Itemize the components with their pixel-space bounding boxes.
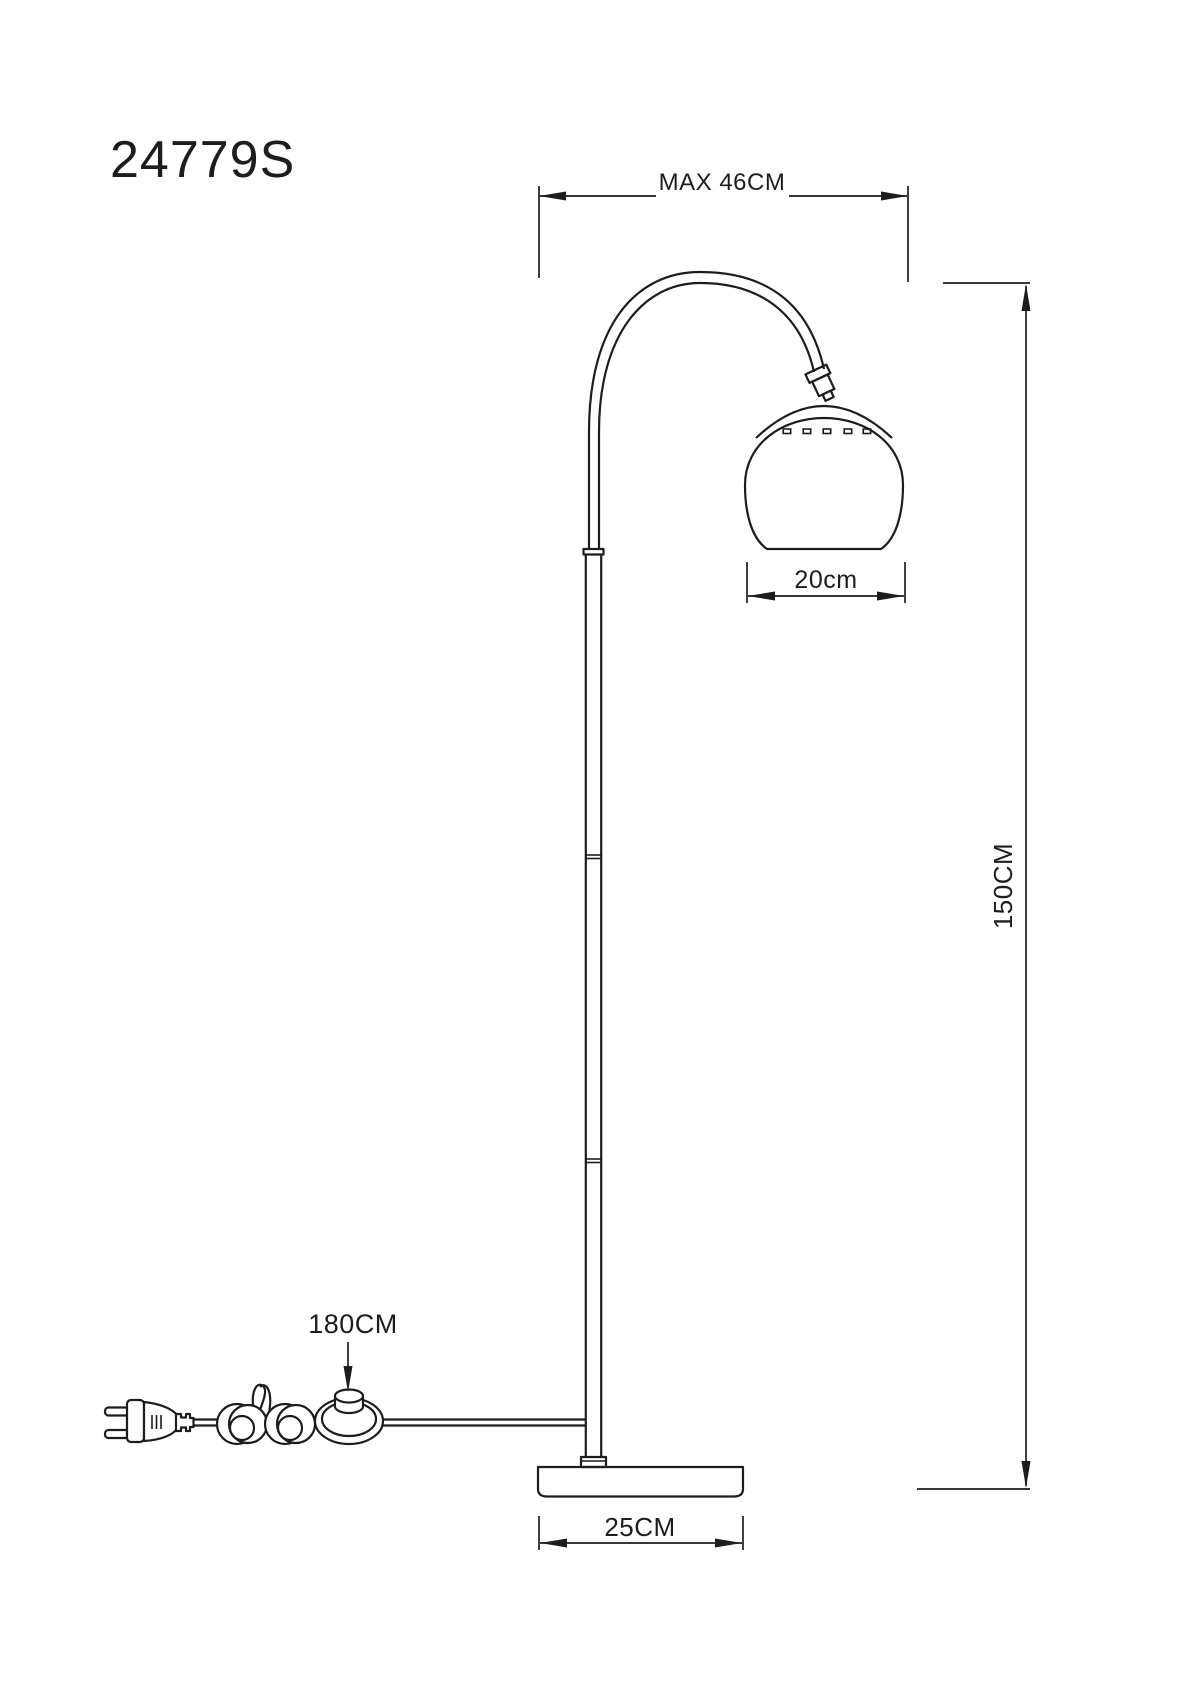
cable-loop-end (259, 1384, 272, 1414)
shade-vent-slot (782, 428, 792, 435)
dim-arrow-down (1021, 1461, 1031, 1488)
plug-face (125, 1398, 146, 1444)
plug-strain-relief (174, 1412, 195, 1433)
dim-arrow-right (881, 191, 908, 201)
cable-coil (215, 1402, 317, 1446)
plug-pin-top (103, 1406, 131, 1417)
dim-arrow-left (540, 1538, 567, 1548)
base-width-label: 25CM (604, 1512, 675, 1542)
shade-diameter-label: 20cm (794, 566, 857, 594)
coil-loop (228, 1414, 256, 1442)
arm-inner-line (597, 281, 816, 549)
arm-reach-label: MAX 46CM (659, 169, 786, 196)
dim-arrow-up (1021, 284, 1031, 311)
coil-loop (276, 1414, 304, 1442)
callout-arrow-head (343, 1366, 353, 1392)
dim-arrow-right (715, 1538, 742, 1548)
dim-arrow-left (748, 591, 775, 601)
shade-body (743, 416, 905, 551)
dimension-base-width: 25CM (538, 1512, 744, 1550)
dim-arrow-left (539, 191, 566, 201)
lamp-head (804, 363, 836, 402)
lamp-pole (579, 547, 608, 1469)
pole-collar (582, 547, 605, 556)
plug-pin-bottom (103, 1428, 131, 1440)
dim-arrow-right (877, 591, 904, 601)
cable-length-label: 180CM (308, 1309, 398, 1339)
shade-vent-slot (802, 428, 812, 435)
lamp-arm (587, 270, 826, 549)
switch-button-top (333, 1388, 365, 1404)
arm-outer-line (587, 270, 826, 549)
pole-flange (579, 1455, 608, 1469)
shade-top-rim (755, 404, 893, 439)
dimension-arm-reach: MAX 46CM (538, 169, 909, 282)
dimension-shade-diameter: 20cm (746, 562, 906, 603)
head-nipple (821, 389, 835, 402)
dimension-cable-length: 180CM (308, 1309, 398, 1392)
power-plug (103, 1398, 195, 1444)
dimension-height: 150CM (917, 282, 1031, 1490)
shade-vent-slot (822, 428, 832, 435)
foot-switch (313, 1388, 385, 1446)
height-label: 150CM (988, 843, 1018, 929)
lamp-base (536, 1465, 745, 1498)
product-code: 24779S (110, 131, 295, 189)
lamp-shade (743, 404, 905, 551)
shade-vent-slot (843, 428, 853, 435)
shade-vent-slot (862, 428, 872, 435)
